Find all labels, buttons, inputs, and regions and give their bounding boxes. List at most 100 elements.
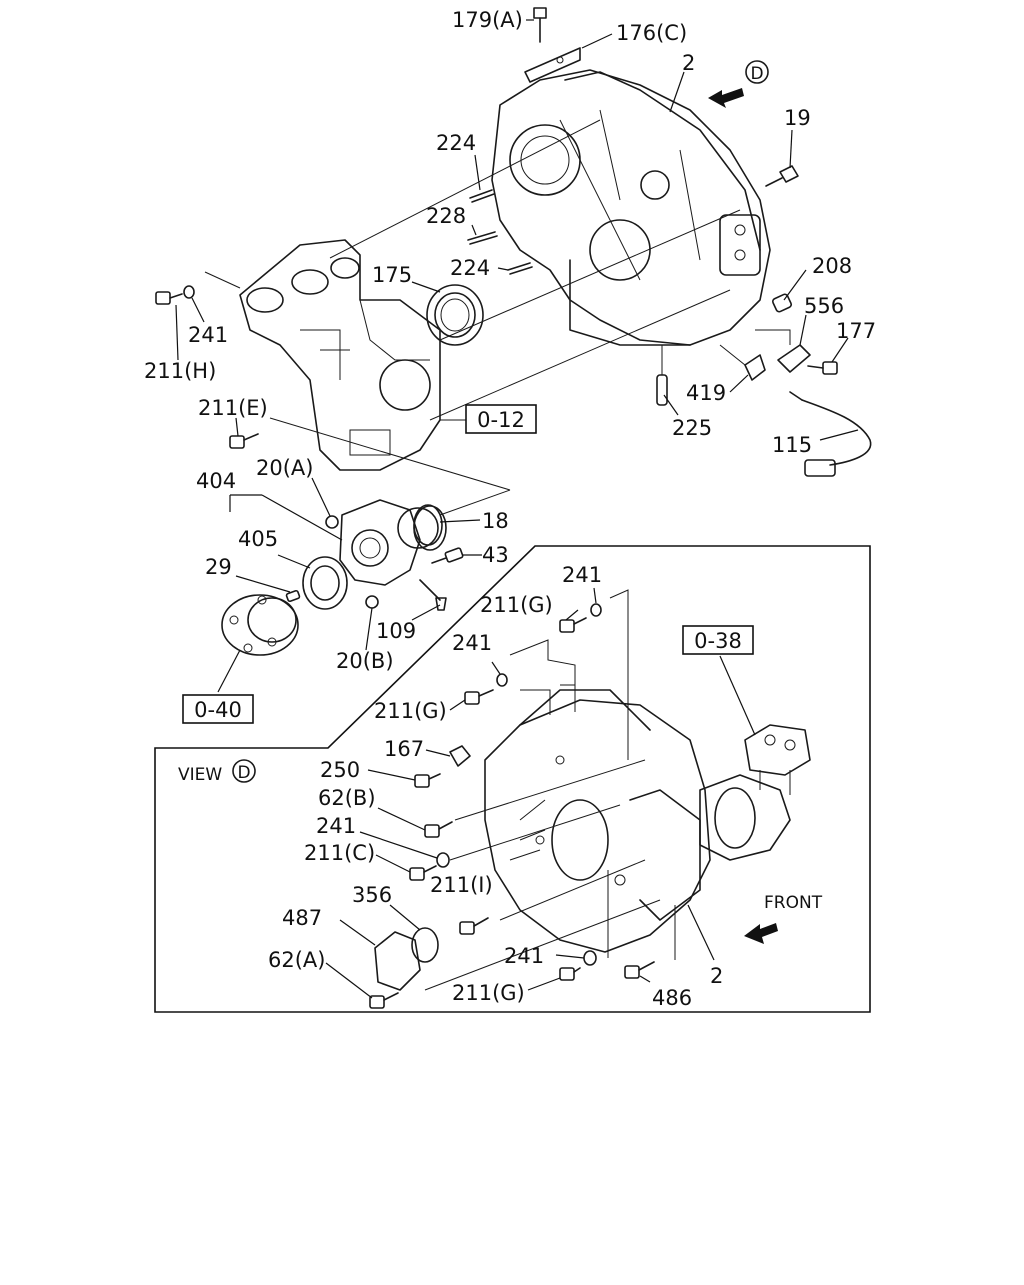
view-marker-text: D (237, 763, 250, 783)
bolt-211g-a (559, 617, 587, 633)
bolt-177 (807, 361, 838, 375)
ref-box-040 (182, 694, 254, 724)
label-62a: 62(A) (268, 948, 325, 972)
front-label: FRONT (764, 893, 823, 913)
bolt-211i (459, 917, 489, 935)
leader-lines-top (175, 19, 859, 693)
label-404: 404 (196, 469, 236, 493)
bolt-19 (765, 165, 799, 187)
clip-556 (777, 344, 811, 373)
label-356: 356 (352, 883, 392, 907)
nut-20a (325, 515, 339, 529)
label-20a: 20(A) (256, 456, 313, 480)
ref-040-text: 0-40 (194, 698, 242, 722)
label-241d: 241 (316, 814, 356, 838)
label-29: 29 (205, 555, 232, 579)
flywheel-housing-view-d (484, 689, 711, 953)
label-225: 225 (672, 416, 712, 440)
label-20b: 20(B) (336, 649, 394, 673)
label-19: 19 (784, 106, 811, 130)
label-167: 167 (384, 737, 424, 761)
cylinder-block (239, 239, 441, 471)
label-241a: 241 (188, 323, 228, 347)
label-211g-a: 211(G) (480, 593, 553, 617)
dowel-225 (656, 345, 668, 406)
label-241b: 241 (562, 563, 602, 587)
label-2-bottom: 2 (710, 964, 723, 988)
ref-038-text: 0-38 (694, 629, 742, 653)
washer-241a (183, 285, 195, 299)
label-250: 250 (320, 758, 360, 782)
label-18: 18 (482, 509, 509, 533)
plug-167 (449, 745, 471, 767)
bolt-250 (414, 773, 441, 788)
label-179a: 179(A) (452, 8, 523, 32)
d-marker-text: D (750, 64, 763, 84)
view-d-frame (154, 545, 871, 1013)
label-211i: 211(I) (430, 873, 493, 897)
construction-lines-top (204, 119, 741, 516)
washer-241e (583, 950, 597, 966)
leader-lines-bottom (325, 587, 756, 999)
label-175: 175 (372, 263, 412, 287)
bolt-211g-c (559, 967, 581, 981)
label-62b: 62(B) (318, 786, 376, 810)
bolt-211c (409, 865, 437, 881)
label-177: 177 (836, 319, 876, 343)
label-224b: 224 (450, 256, 490, 280)
bolt-62a (369, 992, 399, 1009)
washer-241d (436, 852, 450, 868)
front-arrow (744, 923, 778, 944)
label-487: 487 (282, 906, 322, 930)
bolt-211g-b (464, 689, 494, 705)
air-compressor (699, 724, 811, 861)
washer-241b (590, 603, 602, 617)
label-43: 43 (482, 543, 509, 567)
stud-224a (469, 189, 495, 203)
stud-228 (467, 231, 498, 245)
label-556: 556 (804, 294, 844, 318)
label-211e: 211(E) (198, 396, 268, 420)
label-211h: 211(H) (144, 359, 216, 383)
bolt-62b (424, 821, 453, 838)
gear-housing-404 (339, 499, 421, 586)
bracket-419 (719, 329, 791, 381)
view-d-circle (232, 759, 256, 783)
flywheel-housing-top (491, 47, 771, 346)
label-176c: 176(C) (616, 21, 687, 45)
bolt-109 (419, 579, 447, 611)
label-228: 228 (426, 204, 466, 228)
label-211g-b: 211(G) (374, 699, 447, 723)
label-405: 405 (238, 527, 278, 551)
label-109: 109 (376, 619, 416, 643)
view-label: VIEW (178, 765, 222, 785)
oil-seal-175 (426, 284, 484, 346)
stud-224b (507, 262, 533, 275)
ref-012-text: 0-12 (477, 408, 525, 432)
oring-356 (411, 927, 439, 963)
label-2-top: 2 (682, 51, 695, 75)
view-d-arrow (708, 60, 769, 108)
ref-box-038 (682, 625, 754, 655)
bolt-211e (229, 433, 259, 449)
label-241c: 241 (452, 631, 492, 655)
cover-487 (374, 931, 421, 991)
construction-lines-bottom (424, 589, 676, 991)
label-486: 486 (652, 986, 692, 1010)
label-208: 208 (812, 254, 852, 278)
key-29 (285, 589, 301, 603)
label-115: 115 (772, 433, 812, 457)
bearing-405 (302, 556, 348, 610)
nut-20b (365, 595, 379, 609)
plug-208 (771, 293, 793, 313)
bolt-486 (624, 961, 655, 979)
bolt-43 (431, 547, 464, 564)
ref-box-012 (465, 404, 537, 434)
label-211c: 211(C) (304, 841, 375, 865)
label-224a: 224 (436, 131, 476, 155)
oring-18 (413, 504, 443, 546)
washer-241c (496, 673, 508, 687)
sensor-115 (789, 391, 872, 477)
